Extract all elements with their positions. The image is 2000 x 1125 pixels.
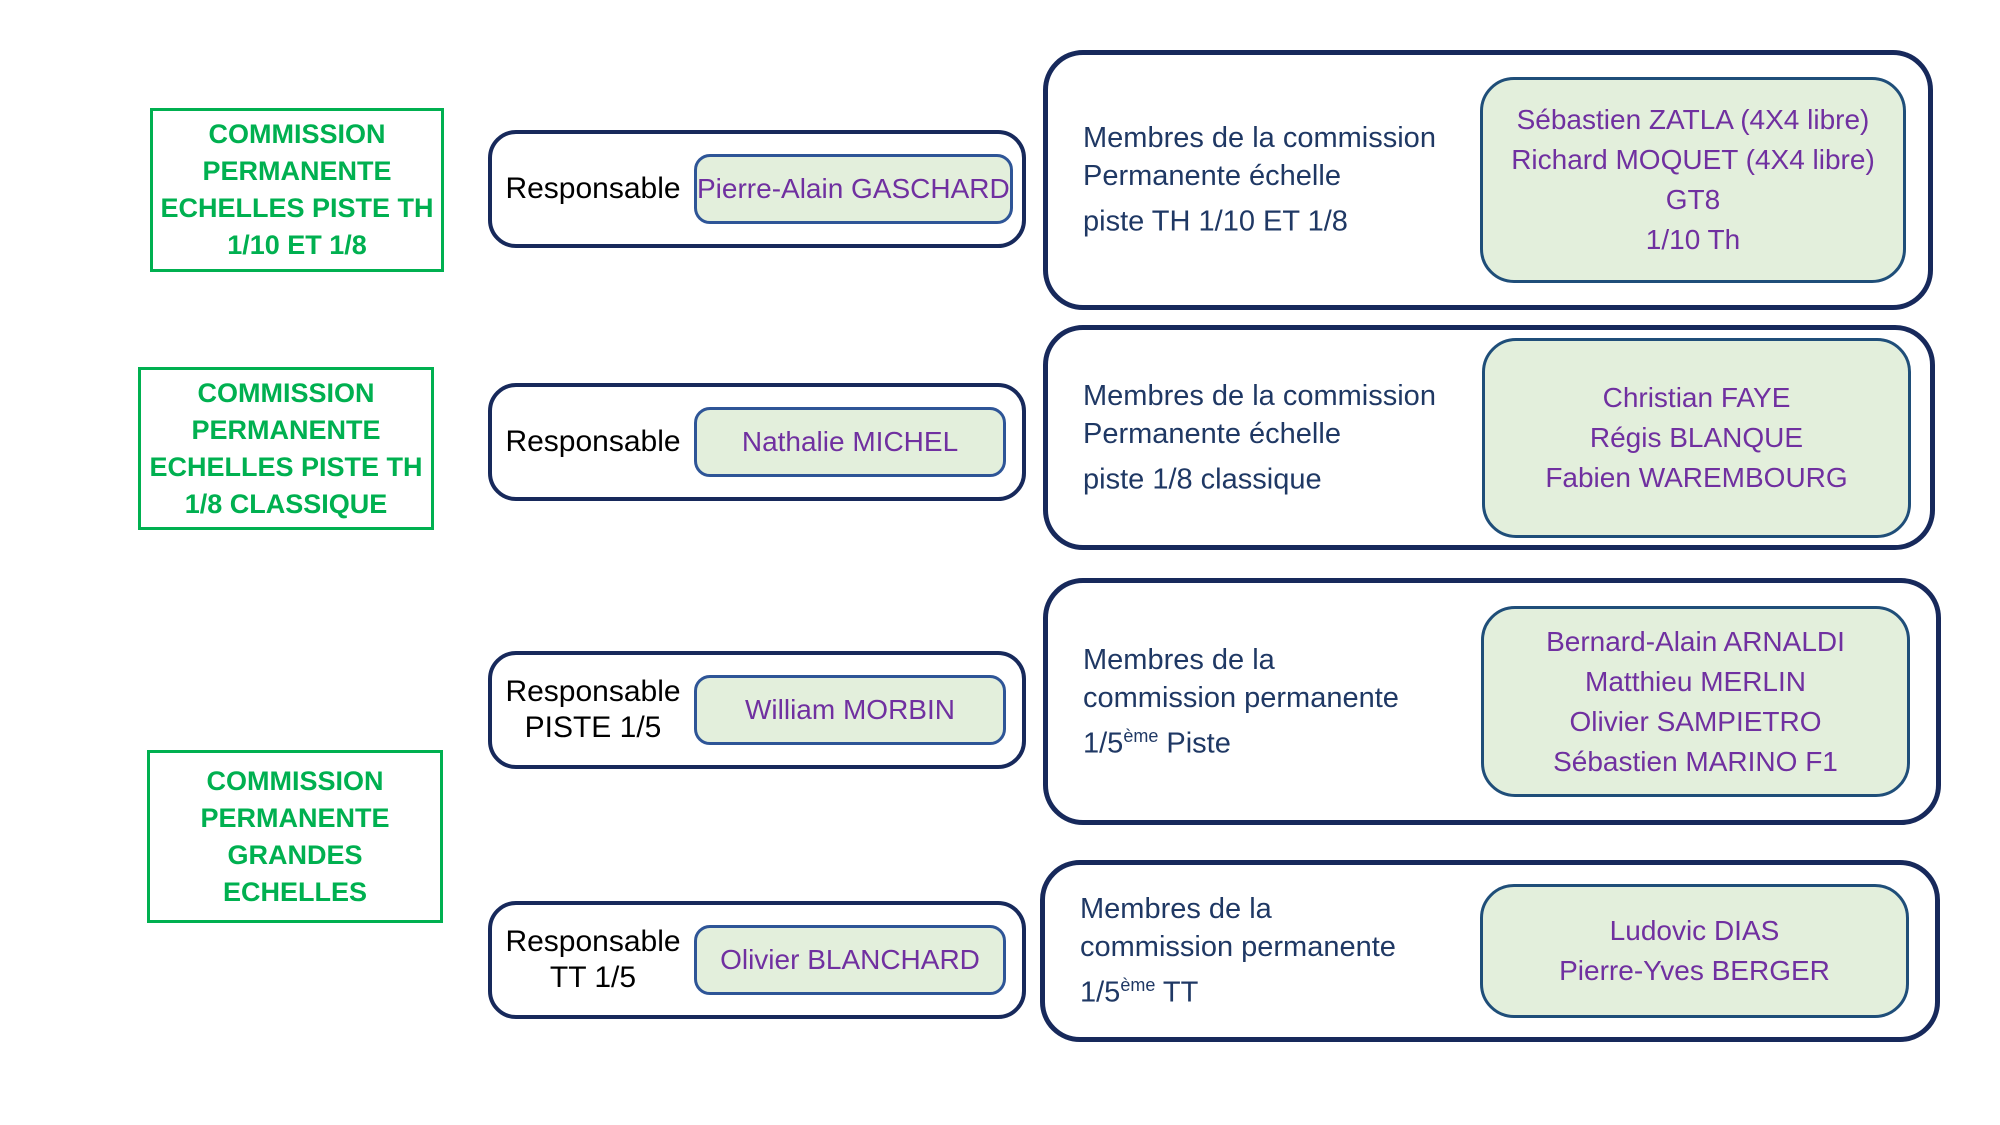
members-names-box: Sébastien ZATLA (4X4 libre) Richard MOQU… <box>1480 77 1906 283</box>
responsable-label: Responsable PISTE 1/5 <box>505 675 681 744</box>
members-label-text: Membres de la commission Permanente éche… <box>1083 379 1436 496</box>
responsable-label: Responsable TT 1/5 <box>505 925 681 994</box>
members-names-box: Christian FAYE Régis BLANQUE Fabien WARE… <box>1482 337 1911 538</box>
responsable-label: Responsable <box>505 172 681 205</box>
responsable-name: William MORBIN <box>745 694 955 725</box>
commission-box-grandes-echelles: COMMISSION PERMANENTE GRANDES ECHELLES <box>147 750 443 923</box>
members-label-text: Membres de la commission Permanente éche… <box>1083 122 1436 238</box>
members-label: Membres de la commission Permanente éche… <box>1048 377 1482 499</box>
members-label-superscript: ème <box>1120 975 1156 996</box>
members-label-text: Membres de la commission permanente 1/5 <box>1080 893 1396 1009</box>
responsable-box-18-classique: Responsable Nathalie MICHEL <box>488 383 1026 501</box>
responsable-name: Pierre-Alain GASCHARD <box>697 173 1010 204</box>
members-box-18-classique: Membres de la commission Permanente éche… <box>1043 325 1935 550</box>
members-names: Sébastien ZATLA (4X4 libre) Richard MOQU… <box>1511 104 1875 255</box>
members-label-suffix: Piste <box>1158 727 1231 760</box>
members-names-box: Ludovic DIAS Pierre-Yves BERGER <box>1480 884 1909 1018</box>
members-label: Membres de la commission permanente 1/5è… <box>1048 641 1481 763</box>
responsable-label: Responsable <box>505 425 681 458</box>
members-names: Ludovic DIAS Pierre-Yves BERGER <box>1559 915 1830 986</box>
responsable-name-pill: William MORBIN <box>694 675 1006 745</box>
members-label-text: Membres de la commission permanente 1/5 <box>1083 643 1399 760</box>
responsable-box-tt-15: Responsable TT 1/5 Olivier BLANCHARD <box>488 901 1026 1019</box>
responsable-name-pill: Nathalie MICHEL <box>694 407 1006 477</box>
members-label: Membres de la commission permanente 1/5è… <box>1045 890 1480 1012</box>
members-box-th-110-18: Membres de la commission Permanente éche… <box>1043 50 1933 310</box>
members-label-suffix: TT <box>1155 976 1199 1009</box>
commission-label: COMMISSION PERMANENTE GRANDES ECHELLES <box>200 765 390 907</box>
commission-box-echelles-piste-th-18-classique: COMMISSION PERMANENTE ECHELLES PISTE TH … <box>138 367 434 530</box>
responsable-name-pill: Olivier BLANCHARD <box>694 925 1006 995</box>
members-box-tt-15: Membres de la commission permanente 1/5è… <box>1040 860 1940 1042</box>
members-names-box: Bernard-Alain ARNALDI Matthieu MERLIN Ol… <box>1481 606 1910 797</box>
members-names: Bernard-Alain ARNALDI Matthieu MERLIN Ol… <box>1546 625 1845 777</box>
responsable-name-pill: Pierre-Alain GASCHARD <box>694 154 1013 224</box>
responsable-box-piste-15: Responsable PISTE 1/5 William MORBIN <box>488 651 1026 769</box>
commission-label: COMMISSION PERMANENTE ECHELLES PISTE TH … <box>160 119 434 260</box>
members-label: Membres de la commission Permanente éche… <box>1048 119 1480 241</box>
responsable-name: Nathalie MICHEL <box>741 426 959 457</box>
responsable-name: Olivier BLANCHARD <box>720 944 980 975</box>
commission-box-echelles-piste-th-110-18: COMMISSION PERMANENTE ECHELLES PISTE TH … <box>150 108 444 272</box>
responsable-box-th-110-18: Responsable Pierre-Alain GASCHARD <box>488 130 1026 248</box>
members-box-piste-15: Membres de la commission permanente 1/5è… <box>1043 578 1941 825</box>
commission-label: COMMISSION PERMANENTE ECHELLES PISTE TH … <box>149 377 423 519</box>
members-label-superscript: ème <box>1123 725 1159 746</box>
members-names: Christian FAYE Régis BLANQUE Fabien WARE… <box>1545 381 1848 493</box>
